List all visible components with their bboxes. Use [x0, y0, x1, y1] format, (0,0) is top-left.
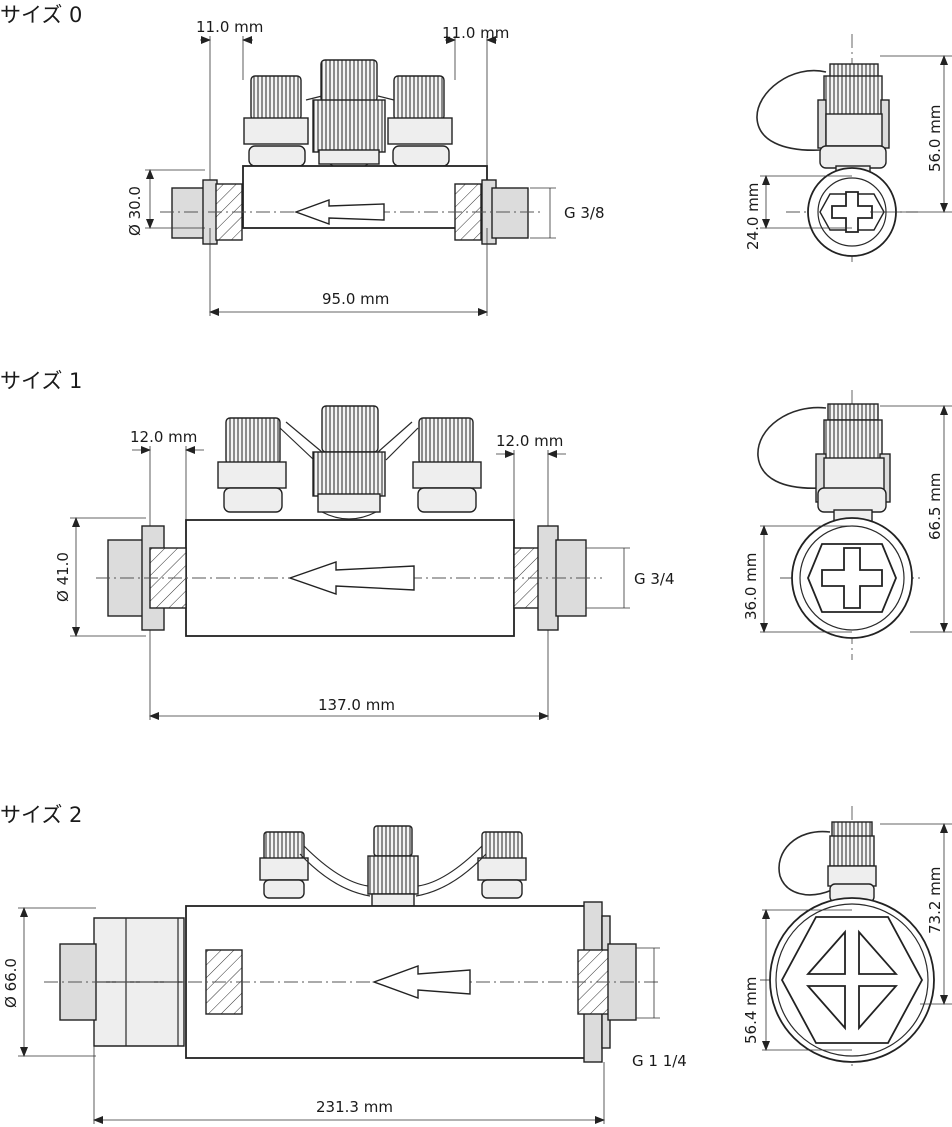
size-0-dim-right: 11.0 mm: [442, 24, 509, 42]
size-0-dim-left: 11.0 mm: [196, 18, 263, 36]
size-0-length: 95.0 mm: [322, 290, 389, 308]
size-0-title: サイズ 0: [0, 3, 82, 27]
size-2-drawing: サイズ 2: [0, 803, 952, 1124]
size-0-side-diameter: 24.0 mm: [744, 183, 762, 250]
size-2-diameter: Ø 66.0: [2, 958, 20, 1008]
size-1-thread: G 3/4: [634, 570, 675, 588]
size-1-title: サイズ 1: [0, 369, 82, 393]
size-0-front-view: 11.0 mm 11.0 mm: [126, 18, 605, 316]
size-2-side-height: 73.2 mm: [926, 867, 944, 934]
size-2-thread: G 1 1/4: [632, 1052, 687, 1070]
size-2-front-view: Ø 66.0 G 1 1/4 231.3 mm: [2, 825, 687, 1124]
size-1-side-diameter: 36.0 mm: [742, 553, 760, 620]
size-0-thread: G 3/8: [564, 204, 605, 222]
size-2-side-view: 73.2 mm 56.4 mm: [742, 806, 952, 1070]
size-0-side-view: 56.0 mm 24.0 mm: [744, 34, 952, 262]
size-1-length: 137.0 mm: [318, 696, 395, 714]
size-1-side-height: 66.5 mm: [926, 473, 944, 540]
size-1-diameter: Ø 41.0: [54, 552, 72, 602]
size-1-side-view: 66.5 mm 36.0 mm: [742, 390, 952, 660]
size-1-drawing: サイズ 1 12.0 mm 12.0 mm: [0, 369, 952, 720]
size-2-length: 231.3 mm: [316, 1098, 393, 1116]
size-2-title: サイズ 2: [0, 803, 82, 827]
size-1-front-view: 12.0 mm 12.0 mm Ø 41.0: [54, 405, 675, 720]
size-1-dim-right: 12.0 mm: [496, 432, 563, 450]
size-1-dim-left: 12.0 mm: [130, 428, 197, 446]
size-0-diameter: Ø 30.0: [126, 186, 144, 236]
size-0-side-height: 56.0 mm: [926, 105, 944, 172]
size-2-side-diameter: 56.4 mm: [742, 977, 760, 1044]
size-0-drawing: サイズ 0 11.0 mm 11.0 mm: [0, 3, 952, 316]
